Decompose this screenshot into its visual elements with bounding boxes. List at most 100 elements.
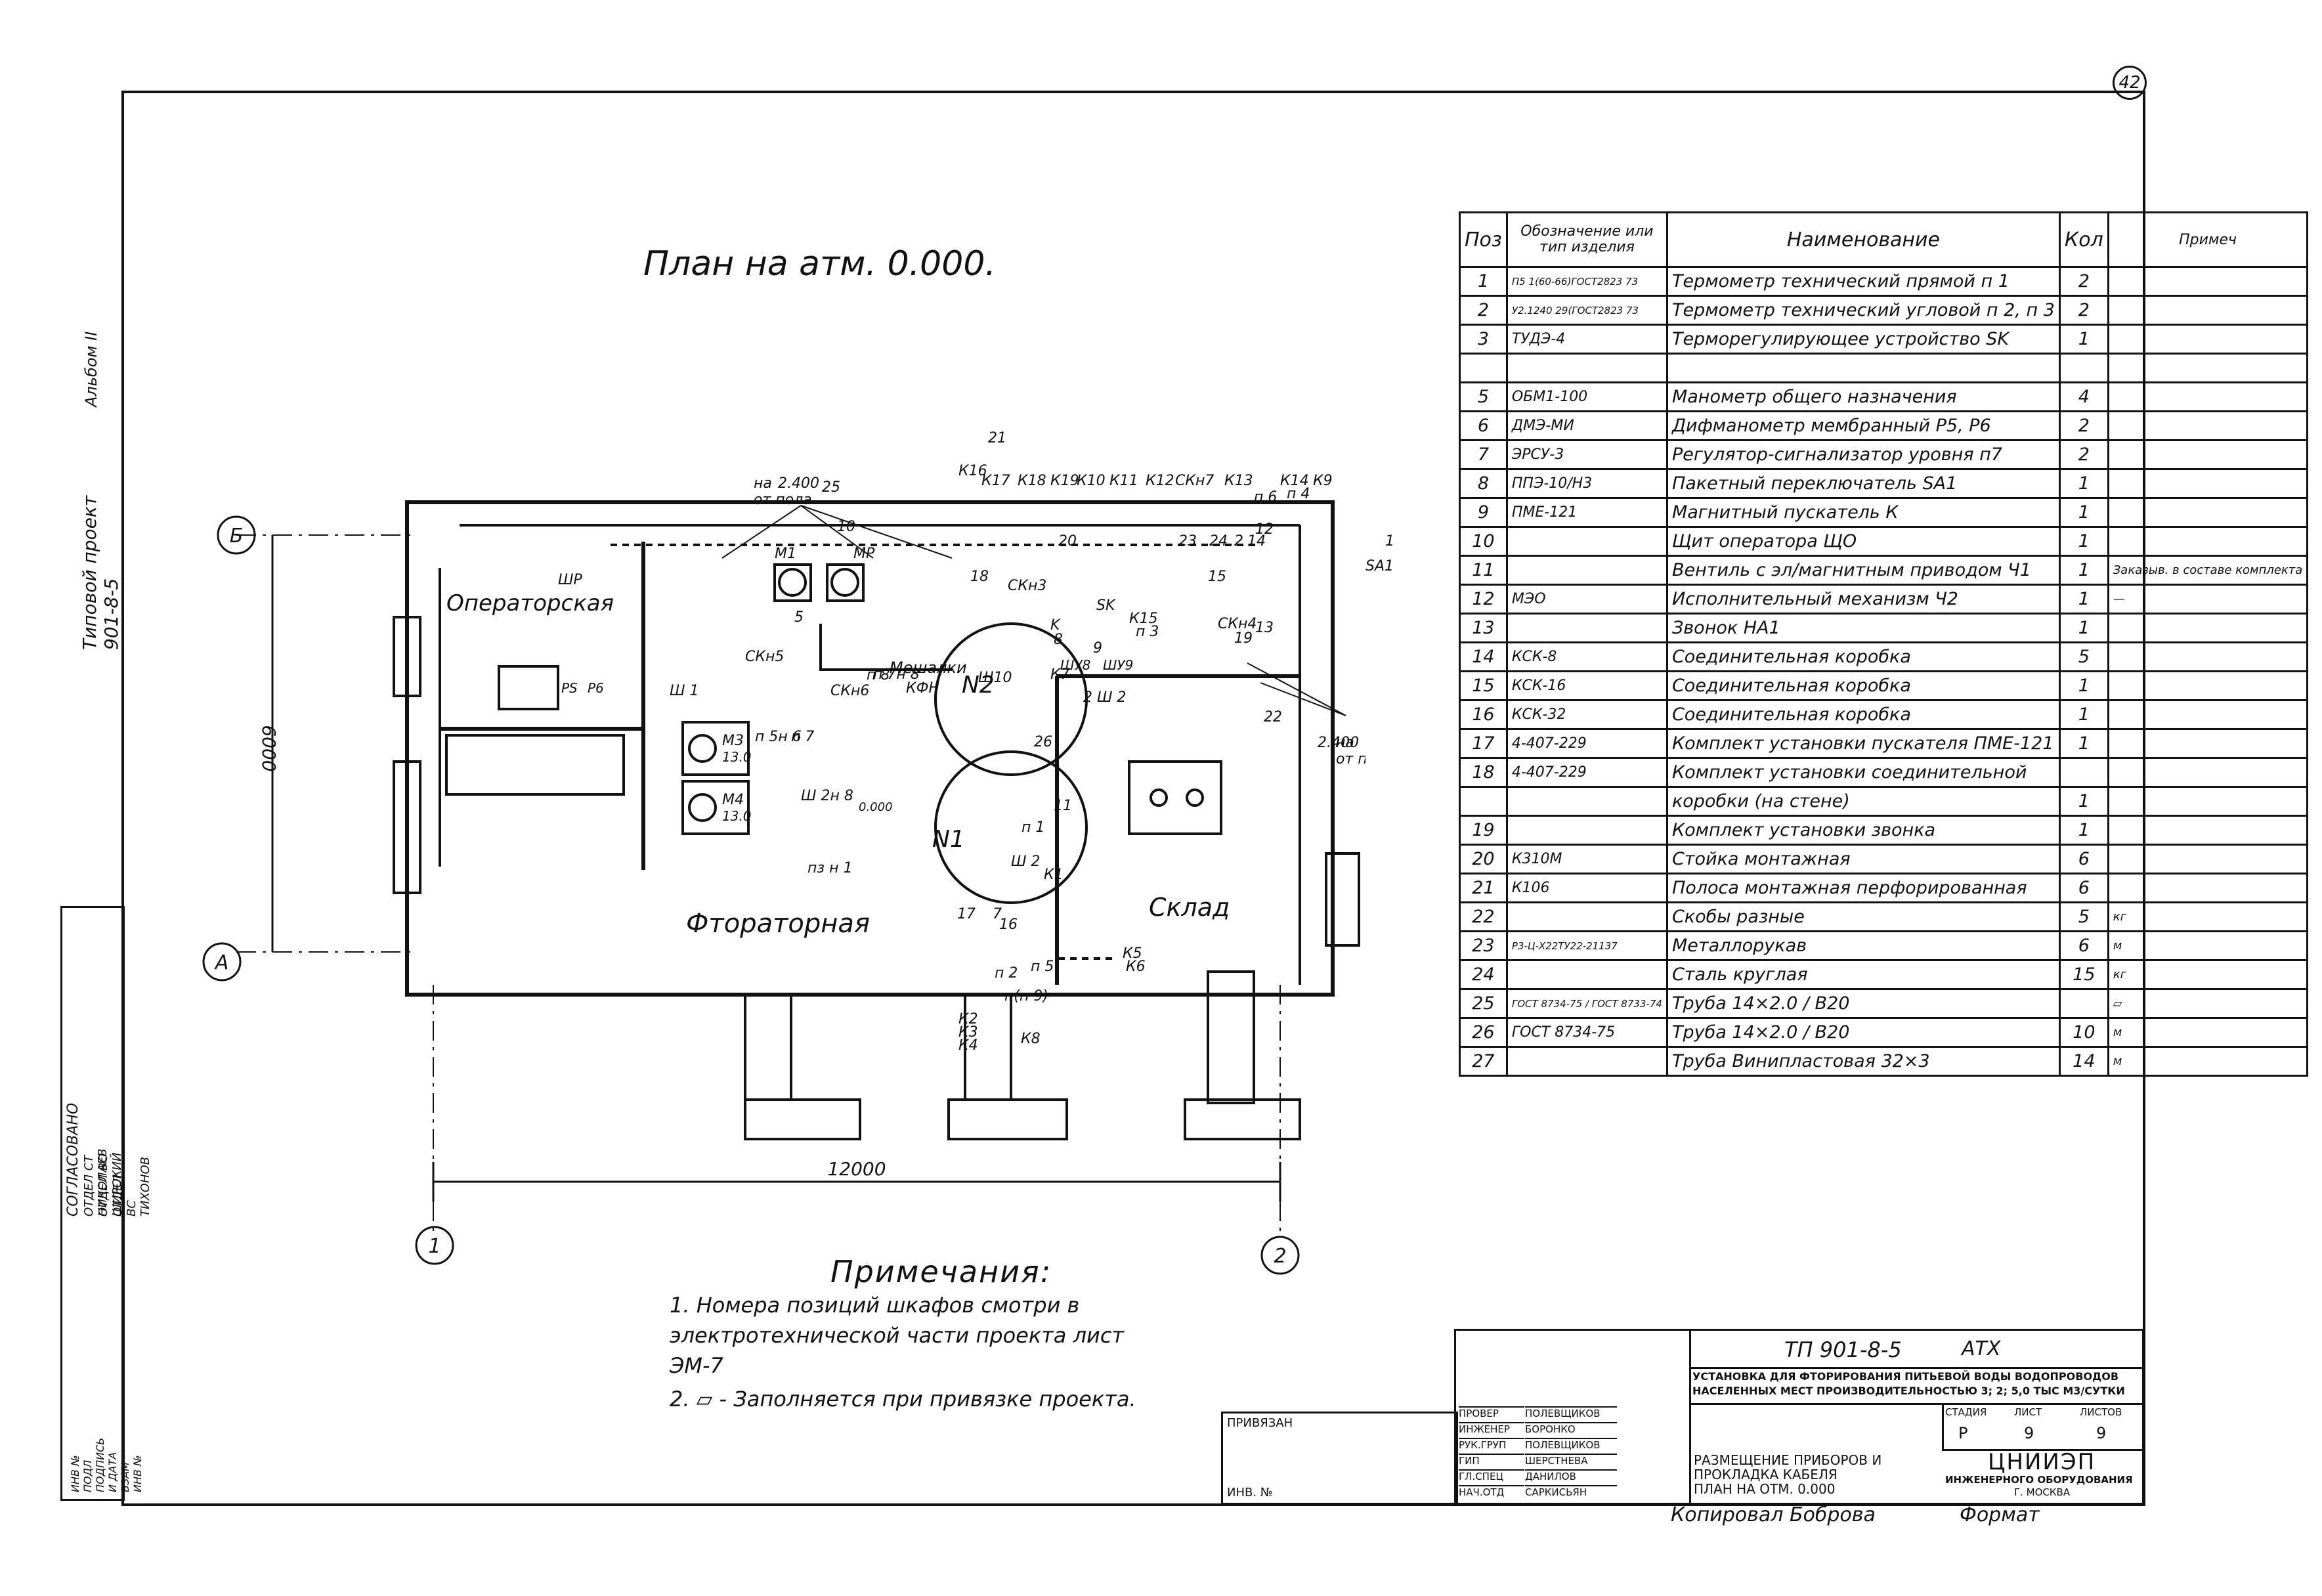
spec-cell-name: Полоса монтажная перфорированная (1666, 873, 2061, 903)
spec-cell-name: Труба 14×2.0 / В20 (1666, 1017, 2061, 1048)
spec-cell-name: Вентиль с эл/магнитным приводом Ч1 (1666, 555, 2061, 586)
spec-cell-qty: 6 (2058, 930, 2109, 961)
plan-callout: 22 (1264, 709, 1282, 725)
inv-label: ИНВ. № (1227, 1486, 1273, 1499)
spec-cell-name: Исполнительный механизм Ч2 (1666, 584, 2061, 615)
dim-height-text: 6000 (258, 725, 280, 771)
spec-cell-des: К106 (1505, 873, 1668, 903)
plan-callout: 8 (1054, 632, 1063, 648)
spec-cell-pos: 9 (1459, 497, 1508, 528)
plan-callout: К10 (1077, 473, 1106, 489)
tb-role: РУК.ГРУП (1459, 1438, 1524, 1451)
spec-cell-des: ГОСТ 8734-75 / ГОСТ 8733-74 (1505, 988, 1668, 1019)
motor-m4 (681, 780, 750, 835)
spec-cell-pos: 27 (1459, 1046, 1508, 1077)
spec-header-pos: Поз (1459, 211, 1508, 268)
spec-cell-note: — (2107, 584, 2309, 615)
spec-cell-qty: 6 (2058, 844, 2109, 874)
foundation-left-base (744, 1098, 861, 1140)
spec-cell-name: Комплект установки звонка (1666, 815, 2061, 846)
dim-width-text: 12000 (827, 1158, 886, 1180)
tb-name: ШЕРСТНЕВА (1525, 1454, 1617, 1467)
spec-header-row: Поз Обозначение или тип изделия Наименов… (1459, 211, 2309, 268)
spec-header-designation: Обозначение или тип изделия (1505, 211, 1668, 268)
tank-n1 (934, 750, 1088, 904)
foundation-right (1207, 970, 1255, 1104)
spec-cell-qty: 15 (2058, 959, 2109, 990)
plan-callout: К5 (1123, 945, 1142, 962)
window-right (1325, 852, 1360, 947)
plan-callout: К7 (1050, 666, 1070, 683)
spec-cell-name: Соединительная коробка (1666, 641, 2061, 672)
plan-callout: п 8 (867, 667, 890, 683)
label-shr: ШР (558, 572, 583, 588)
spec-cell-qty: 2 (2058, 295, 2109, 326)
plan-callout: пз н 1 (807, 860, 853, 876)
tb-role: НАЧ.ОТД (1459, 1485, 1524, 1498)
spec-cell-qty: 14 (2058, 1046, 2109, 1077)
label-m4-val: 13.0 (722, 808, 752, 824)
plan-callout: 20 (1058, 533, 1077, 550)
plan-callout: 23 (1178, 533, 1197, 550)
spec-cell-name: Стойка монтажная (1666, 844, 2061, 874)
plan-callout: 2 Ш 2 (1083, 689, 1127, 706)
spec-cell-des: У2.1240 29(ГОСТ2823 73 (1505, 295, 1668, 326)
spec-cell-name: Пакетный переключатель SA1 (1666, 468, 2061, 499)
label-m4: M4 (722, 792, 744, 808)
axis-1-circle (415, 1226, 454, 1265)
leader-22-right-a (1247, 662, 1346, 716)
plan-callout: К9 (1313, 473, 1333, 489)
spec-cell-name: Манометр общего назначения (1666, 381, 2061, 412)
plan-callout: 15 (1208, 569, 1226, 585)
tb-name: ПОЛЕВЩИКОВ (1525, 1438, 1617, 1451)
spec-cell-des: КСК-16 (1505, 670, 1668, 701)
plan-callout: СКн6 (830, 683, 870, 699)
spec-cell-name: Труба Винипластовая 32×3 (1666, 1046, 2061, 1077)
spec-cell-des: ДМЭ-МИ (1505, 410, 1668, 441)
spec-cell-qty (2058, 353, 2109, 383)
spec-cell-note: м (2107, 930, 2309, 961)
spec-cell-des (1505, 526, 1668, 557)
tb-section: АТХ (1962, 1337, 2001, 1360)
spec-cell-qty: 1 (2058, 497, 2109, 528)
plan-callout: К15 (1129, 611, 1158, 627)
spec-cell-pos: 26 (1459, 1017, 1508, 1048)
plan-callout: 14 (1247, 533, 1266, 550)
plan-callout: 10 (837, 519, 855, 535)
label-shu8: ШУ8 (1060, 657, 1090, 673)
plan-callout: 2 (1234, 533, 1243, 550)
plan-callout: СКн7 (1175, 473, 1215, 489)
spec-row: коробки (на стене)1 (1459, 786, 2309, 817)
window-left-2 (393, 760, 421, 894)
spec-cell-des: 4-407-229 (1505, 757, 1668, 788)
tb-role: ИНЖЕНЕР (1459, 1422, 1524, 1435)
plan-callout: К14 (1280, 473, 1309, 489)
spec-cell-note (2107, 266, 2309, 297)
spec-cell-des: ОБМ1-100 (1505, 381, 1668, 412)
spec-row (1459, 353, 2309, 383)
axis-a-circle (202, 942, 242, 981)
motor-m1-rotor (778, 568, 807, 597)
spec-cell-pos: 19 (1459, 815, 1508, 846)
spec-cell-des: ГОСТ 8734-75 (1505, 1017, 1668, 1048)
plan-callout: К1 (1044, 867, 1064, 883)
plan-callout: К12 (1146, 473, 1174, 489)
plan-callout: 7 (993, 906, 1002, 922)
elev-top-suffix: от пола (754, 492, 812, 508)
notes-title: Примечания: (830, 1254, 1052, 1289)
plan-callout: Ш 2н 8 (801, 788, 853, 804)
cable-route-left (819, 624, 952, 671)
plan-callout: К4 (958, 1037, 978, 1054)
plan-callout: К11 (1109, 473, 1138, 489)
foundation-right-base (1184, 1098, 1301, 1140)
plan-callout: К18 (1018, 473, 1046, 489)
spec-cell-pos: 20 (1459, 844, 1508, 874)
spec-cell-des: П5 1(60-66)ГОСТ2823 73 (1505, 266, 1668, 297)
spec-cell-des: ТУДЭ-4 (1505, 324, 1668, 355)
